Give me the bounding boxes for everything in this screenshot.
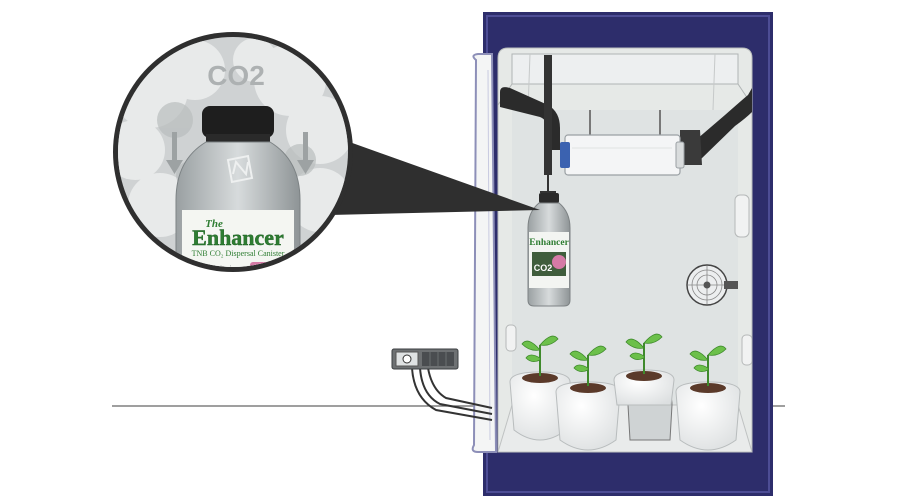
brand-emblem-icon — [226, 154, 254, 184]
plant-pot-4 — [675, 381, 741, 451]
tent-bottle-brand: Enhancer — [529, 238, 569, 248]
lens-bottom-text: Maximize — [203, 264, 241, 274]
plant-icon — [521, 333, 727, 386]
plant-pot-3 — [613, 369, 675, 406]
tent-door-flap — [471, 53, 498, 453]
magnifier-callout: The Enhancer TNB CO₂ Dispersal Canister … — [113, 32, 353, 274]
lamp-icon — [560, 110, 685, 176]
controller-icon — [391, 348, 493, 421]
hanging-pole — [540, 55, 556, 193]
lens-brand-sub: TNB CO₂ Dispersal Canister — [192, 249, 285, 258]
lens-brand-name: Enhancer — [192, 225, 284, 250]
plant-pot-2 — [555, 381, 621, 451]
co2-label: CO2 — [207, 60, 265, 91]
tent-bottle-co2: CO2 — [534, 263, 553, 273]
tent-bottle: Enhancer CO2 — [527, 193, 571, 307]
fan-icon — [686, 264, 738, 306]
plant-pot-1 — [509, 371, 571, 441]
callout-pointer — [330, 135, 540, 215]
lens-brand-the: The — [205, 218, 223, 230]
ventilation-duct — [500, 87, 752, 165]
down-arrow-icon — [166, 132, 314, 174]
